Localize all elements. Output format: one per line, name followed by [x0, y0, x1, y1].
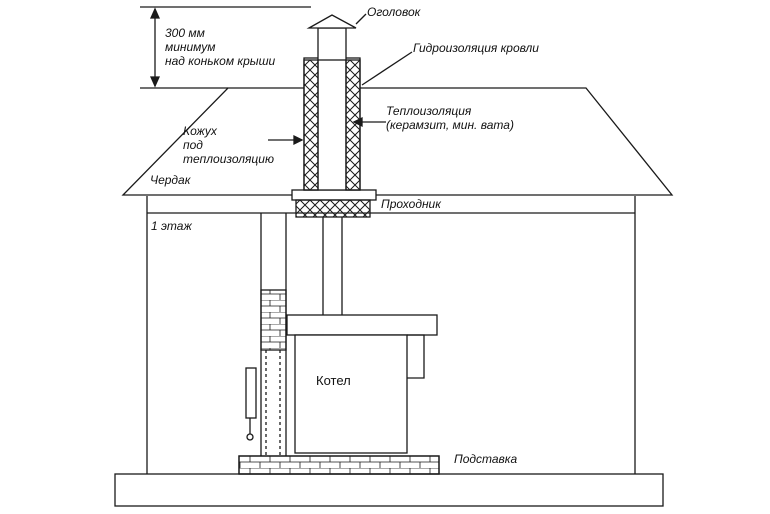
dashed-pipes	[265, 350, 281, 455]
teplo-line-2: (керамзит, мин. вата)	[386, 118, 514, 132]
brick-column	[260, 289, 287, 351]
label-pass-through: Проходник	[381, 197, 441, 211]
teplo-line-1: Теплоизоляция	[386, 104, 472, 118]
leader-kozhuh-arrow	[293, 134, 304, 146]
chimney-pipe-lower	[322, 217, 343, 315]
height-line-1: 300 мм	[165, 26, 205, 40]
height-line-3: над коньком крыши	[165, 54, 276, 68]
label-ogolovok: Оголовок	[367, 5, 421, 19]
brick-column-outline	[260, 213, 287, 456]
label-thermal-insulation: Теплоизоляция (керамзит, мин. вата)	[386, 104, 514, 132]
roof	[121, 87, 674, 196]
ceiling-pass-through	[291, 189, 377, 201]
leader-teplo-arrow	[352, 116, 363, 128]
leader-gidro	[361, 51, 413, 86]
boiler-body	[294, 334, 408, 454]
boiler-top-plate	[286, 314, 438, 336]
pass-through-insulation	[295, 199, 371, 218]
leader-ogolovok	[355, 13, 367, 25]
door-handle	[246, 433, 254, 441]
label-roof-waterproofing: Гидроизоляция кровли	[413, 41, 539, 55]
foundation	[114, 473, 664, 507]
kozhuh-line-3: теплоизоляцию	[183, 152, 274, 166]
label-boiler: Котел	[316, 373, 351, 388]
kozhuh-line-1: Кожух	[183, 124, 217, 138]
firebox-door	[245, 367, 257, 419]
chimney-cap	[306, 14, 357, 29]
kozhuh-line-2: под	[183, 138, 203, 152]
label-first-floor: 1 этаж	[151, 219, 192, 233]
thermal-insulation-right	[345, 59, 361, 191]
boiler-side-panel	[407, 334, 425, 379]
label-stand: Подставка	[454, 452, 518, 466]
house-walls	[146, 196, 636, 474]
height-dimension	[140, 6, 311, 89]
height-line-2: минимум	[165, 40, 216, 54]
label-height-requirement: 300 мм минимум над коньком крыши	[165, 26, 275, 68]
boiler-stand	[238, 455, 440, 475]
label-attic: Чердак	[150, 173, 191, 187]
label-jacket: Кожух под теплоизоляцию	[183, 124, 274, 166]
chimney-pipe-top	[317, 27, 347, 61]
thermal-insulation	[303, 59, 319, 191]
